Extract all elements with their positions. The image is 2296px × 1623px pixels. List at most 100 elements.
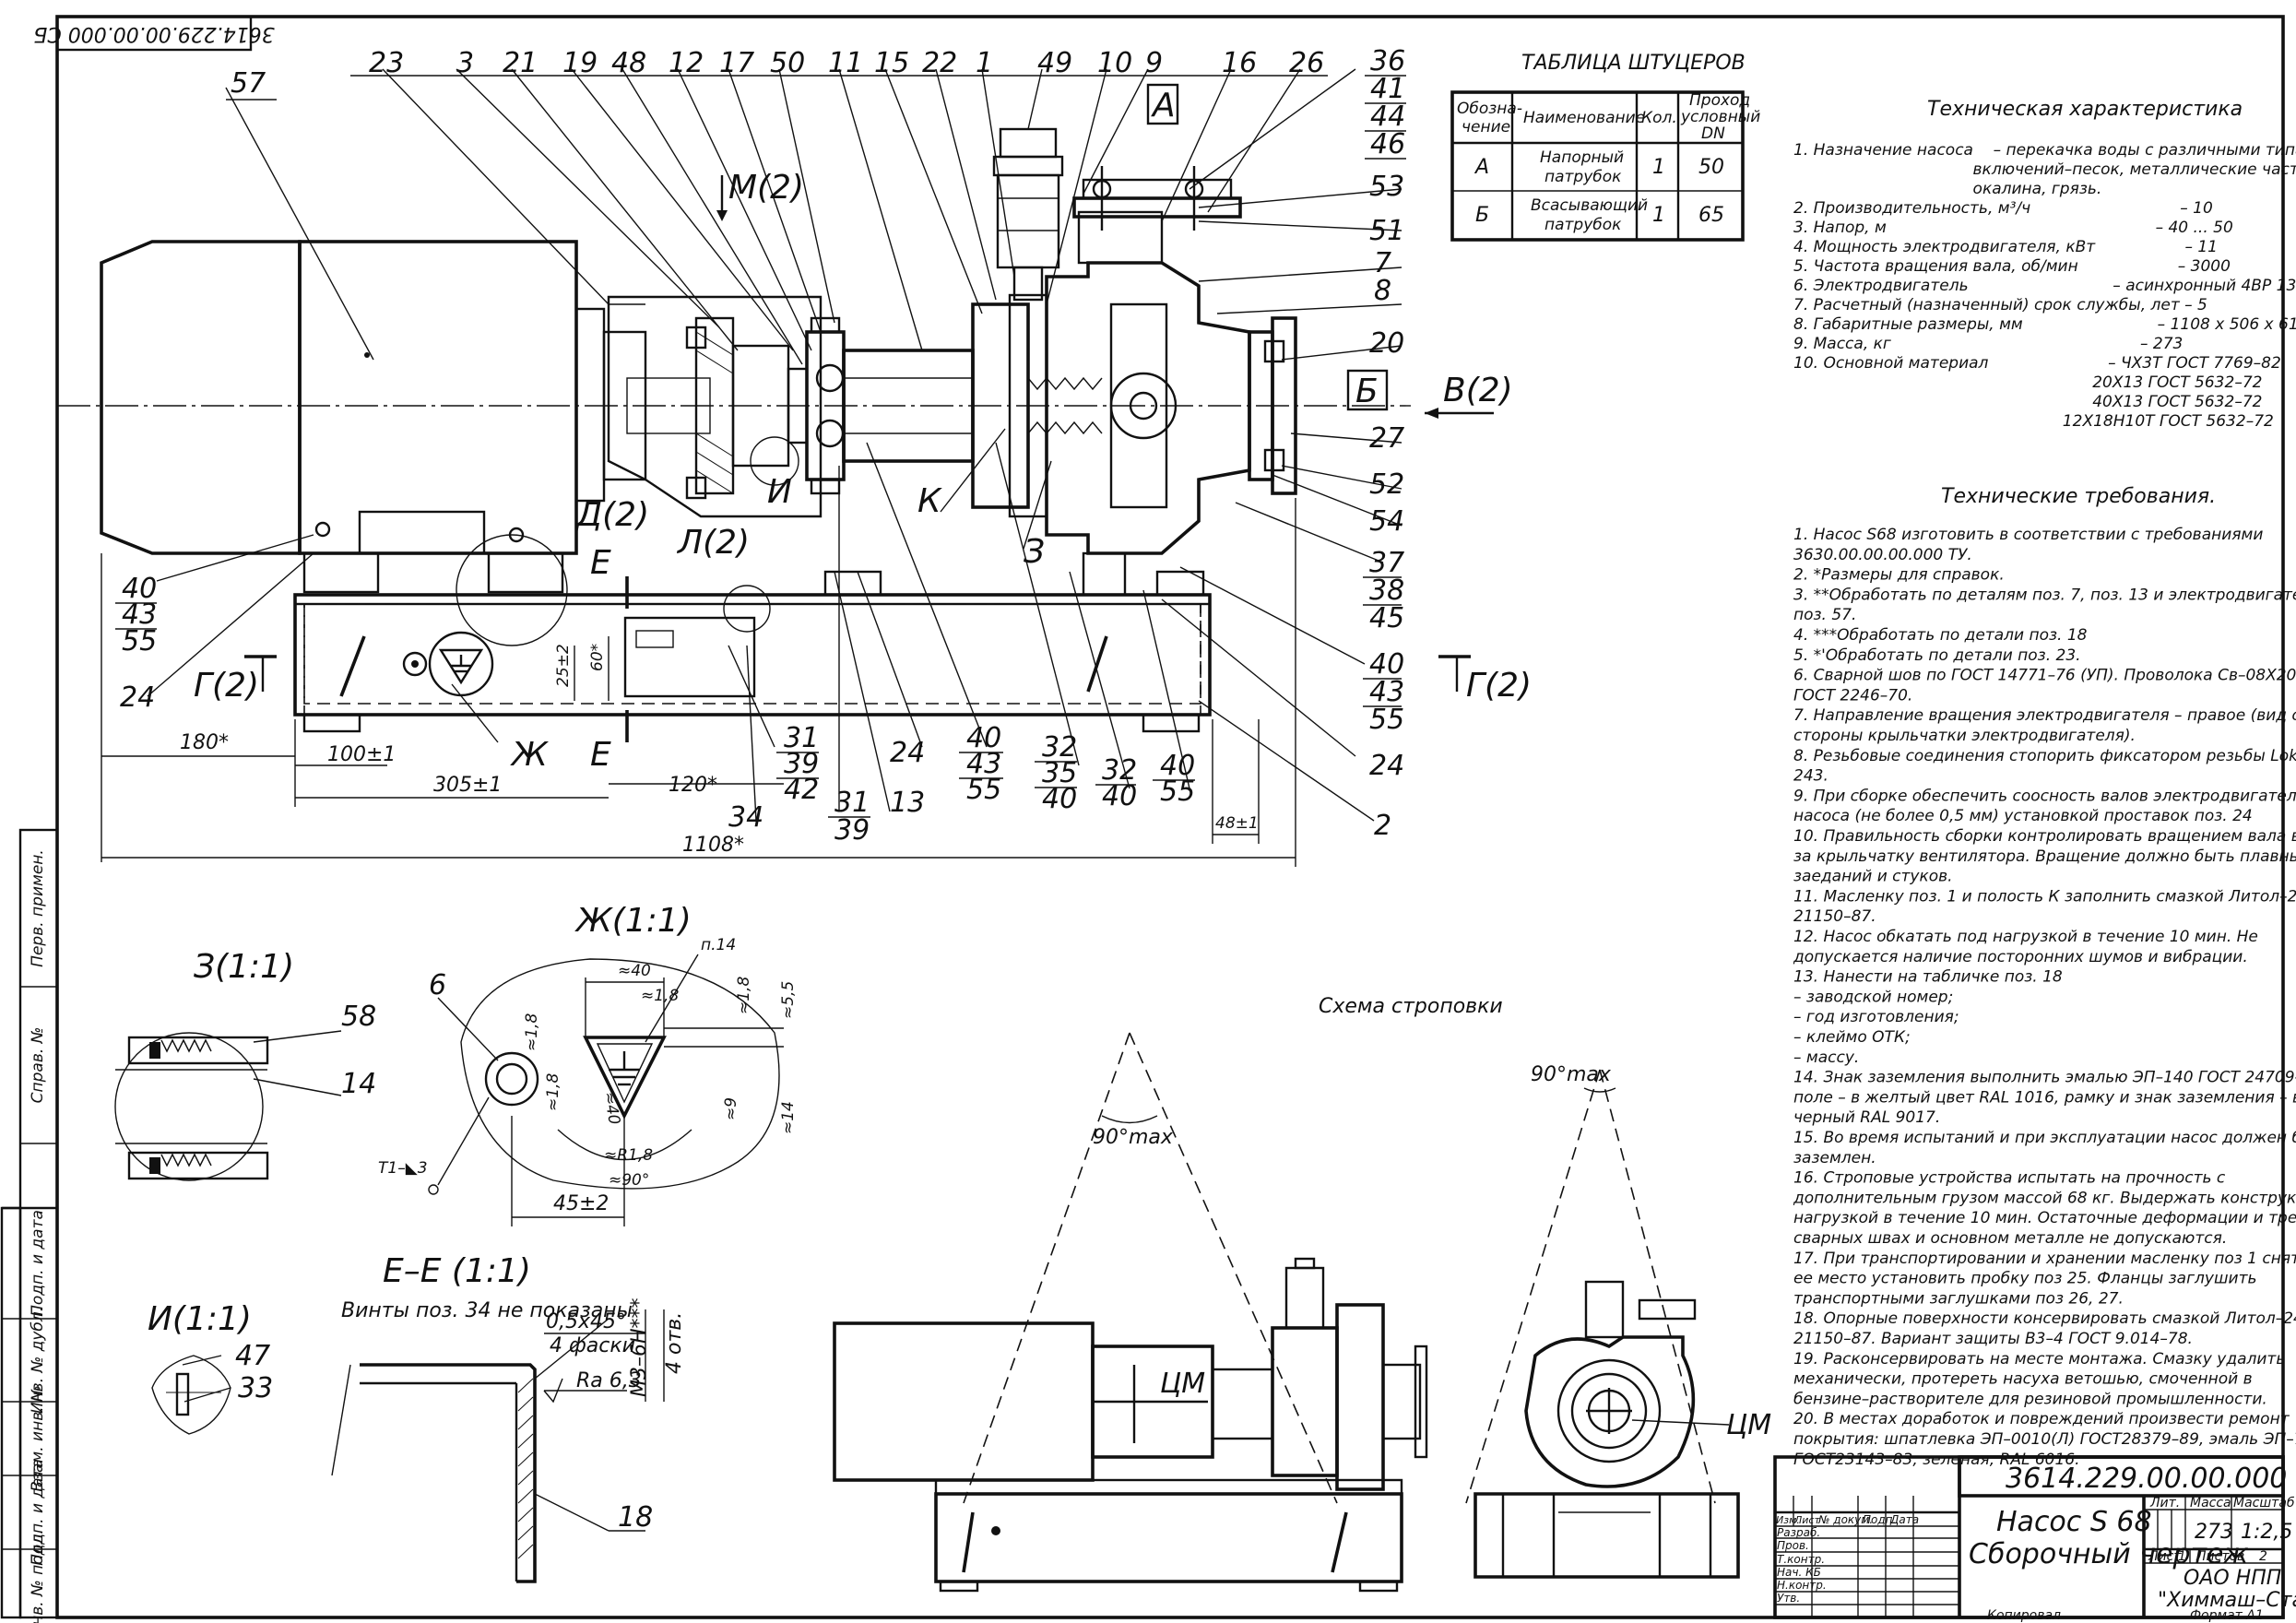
tech-req-line: нагрузкой в течение 10 мин. Остаточные д… (1793, 1209, 2296, 1227)
nt-r1-name-2: патрубок (1544, 168, 1622, 186)
stamp-sprav: Справ. № (29, 1027, 47, 1104)
tech-req-line: 14. Знак заземления выполнить эмалью ЭП–… (1793, 1069, 2296, 1087)
tech-req-line: ее место установить пробку поз 25. Фланц… (1793, 1270, 2257, 1288)
balloon-37: 37 (1369, 547, 1404, 579)
slinging-scheme: Схема строповки 90°max ЦМ (833, 995, 1771, 1593)
balloon-44: 44 (1370, 101, 1405, 133)
tech-req-line: – массу. (1793, 1048, 1859, 1067)
tb-sheet-label: Лист (2148, 1549, 2182, 1564)
stamp-podp-1: Подп. и дата (29, 1210, 47, 1317)
balloon-41: 41 (1370, 73, 1405, 105)
balloon-55e: 55 (1160, 776, 1195, 808)
detail-circle-l (723, 585, 771, 633)
balloon-54: 54 (1369, 505, 1404, 538)
label-a: А (1151, 87, 1176, 124)
tb-company-2: "Химмаш–Старт" (2158, 1589, 2296, 1612)
balloon-13: 13 (890, 787, 925, 819)
section-ee-hatch (517, 1378, 534, 1559)
tech-req-line: 7. Направление вращения электродвигателя… (1793, 706, 2296, 725)
tech-char-line: 3. Напор, м – 40 ... 50 (1793, 219, 2233, 237)
tech-req-line: 11. Масленку поз. 1 и полость К заполнит… (1793, 887, 2296, 906)
zh-dim-r18: ≈R1,8 (604, 1146, 653, 1165)
label-k: К (917, 482, 942, 520)
dimensions: 180* 100±1 305±1 120* 1108* 48±1 25±2 60… (101, 498, 1296, 867)
balloon-49: 49 (1037, 47, 1072, 79)
tech-req-line: 3. **Обработать по деталям поз. 7, поз. … (1793, 586, 2296, 604)
tb-sheet-no: 1 (2178, 1549, 2186, 1564)
tech-req-line: сварных швах и основном металле не допус… (1793, 1229, 2227, 1248)
tech-characteristics: Техническая характеристика 1. Назначение… (1793, 98, 2296, 431)
tech-char-line: окалина, грязь. (1793, 180, 2101, 198)
tech-char-line: 2. Производительность, м³/ч – 10 (1793, 199, 2213, 218)
tech-req-line: 21150–87. Вариант защиты В3–4 ГОСТ 9.014… (1793, 1330, 2193, 1348)
balloon-52: 52 (1369, 468, 1404, 501)
balloon-48: 48 (611, 47, 646, 79)
view-markers: М(2) А Б В(2) Д(2) Л(2) И К З Е Е Ж Г(2)… (194, 83, 1532, 774)
zh-dim-90: ≈90° (609, 1171, 649, 1190)
tb-copied: Копировал (1987, 1608, 2061, 1623)
ee-chamfer-count: 4 фаски (550, 1334, 635, 1357)
section-ee-note: Винты поз. 34 не показаны (341, 1299, 633, 1322)
balloon-39b: 39 (834, 814, 870, 847)
tb-name-1: Насос S 68 (1996, 1506, 2152, 1538)
dim-120: 120* (669, 774, 717, 797)
balloon-9: 9 (1145, 47, 1163, 79)
tech-req-line: поле – в желтый цвет RAL 1016, рамку и з… (1793, 1088, 2296, 1107)
sling-angle-front: 90°max (1093, 1126, 1174, 1149)
tech-req-line: 17. При транспортировании и хранении мас… (1793, 1250, 2296, 1268)
tb-company-1: ОАО НПП (2184, 1567, 2281, 1590)
detail-z: З(1:1) 58 14 (114, 948, 376, 1181)
label-g2-left: Г(2) (194, 667, 259, 705)
dim-60: 60* (588, 644, 607, 671)
tech-req-line: дополнительным грузом массой 68 кг. Выде… (1793, 1189, 2296, 1207)
zh-dim-18c: ≈1,8 (523, 1013, 541, 1051)
balloon-17: 17 (719, 47, 754, 79)
balloons-right: 53 51 7 8 20 27 52 54 37 38 45 40 43 55 … (1363, 171, 1404, 842)
leader-lines (147, 68, 1402, 822)
section-ee: Е–Е (1:1) Винты поз. 34 не показаны 0,5х… (331, 1252, 686, 1583)
nt-r1-qty: 1 (1652, 156, 1665, 179)
tech-req-line: 1. Насос S68 изготовить в соответствии с… (1793, 526, 2263, 544)
pump-casing-7 (971, 261, 1297, 555)
ee-thread: М3–6Н*** (628, 1297, 651, 1397)
tech-req-line: допускается наличие посторонних шумов и … (1793, 948, 2248, 966)
label-e-bottom: Е (590, 736, 611, 774)
balloon-42: 42 (784, 774, 819, 806)
label-d2: Д(2) (574, 496, 649, 534)
doc-code-rotated: 3614.229.00.00.000 СБ (33, 22, 274, 45)
balloon-22: 22 (922, 47, 957, 79)
tech-req-line: заземлен. (1793, 1149, 1876, 1167)
label-v2: В(2) (1443, 372, 1513, 409)
balloon-39a: 39 (784, 748, 819, 780)
label-i: И (767, 473, 792, 511)
sheet-frame: 3614.229.00.00.000 СБ Перв. примен. Спра… (0, 15, 2285, 1623)
tech-char-line: включений–песок, металлические частицы, (1793, 160, 2296, 179)
tb-mass-label: Масса (2190, 1496, 2231, 1510)
tech-req-line: 9. При сборке обеспечить соосность валов… (1793, 787, 2296, 805)
zh-dim-18a: ≈1,8 (641, 987, 679, 1005)
nt-r2-dn: 65 (1698, 204, 1724, 227)
tb-name-2: Сборочный чертеж (1969, 1538, 2248, 1570)
tech-req-line: 10. Правильность сборки контролировать в… (1793, 827, 2296, 846)
label-e-top: Е (590, 544, 611, 582)
detail-i: И(1:1) 47 33 (148, 1300, 273, 1435)
nt-h-qty: Кол. (1641, 109, 1677, 127)
balloon-32a: 32 (1042, 731, 1077, 764)
tech-req-line: 13. Нанести на табличке поз. 18 (1793, 968, 2063, 987)
zh-dim-18d: ≈1,8 (544, 1073, 562, 1111)
tb-role-nachkb: Нач. КБ (1777, 1566, 1821, 1579)
tech-req-line: насоса (не более 0,5 мм) установкой прос… (1793, 807, 2253, 825)
balloon-55b: 55 (966, 774, 1001, 806)
balloons-left: 40 43 55 24 (115, 573, 157, 714)
nt-r2-name-1: Всасывающий (1531, 196, 1648, 215)
balloon-55r: 55 (1369, 704, 1404, 736)
balloon-24l: 24 (120, 681, 155, 714)
balloon-26: 26 (1289, 47, 1324, 79)
tb-col-izm: Изм. (1776, 1514, 1800, 1526)
ground-sign-detail-icon (583, 1036, 667, 1120)
tb-col-doc: № докум. (1817, 1513, 1873, 1526)
tech-req-line: заеданий и стуков. (1793, 868, 1953, 886)
balloon-8: 8 (1374, 275, 1391, 307)
balloon-7: 7 (1374, 247, 1391, 279)
label-g2-right: Г(2) (1466, 667, 1532, 705)
